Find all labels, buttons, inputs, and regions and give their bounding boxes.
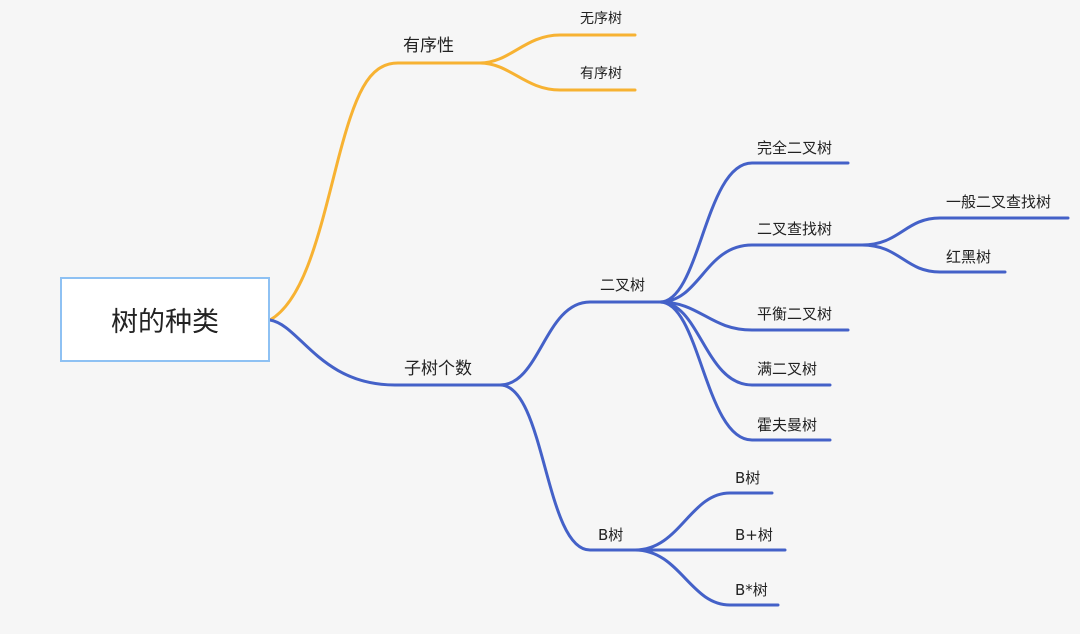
edge-root-ordered [268,61,482,322]
edge-btree-b [633,491,774,552]
edge-binary-full [658,300,832,387]
node-b-plus-tree[interactable]: B+树 [735,526,773,544]
edge-binary-complete [658,161,850,304]
node-full-binary[interactable]: 满二叉树 [757,360,818,378]
edge-binary-bst [658,243,864,304]
node-b-tree[interactable]: B树 [598,526,624,544]
edge-subtree-btree [498,383,637,552]
edge-binary-balanced [658,300,850,332]
node-subtree-count[interactable]: 子树个数 [404,359,472,379]
edge-bst-general [860,216,1070,247]
edge-root-subtree-count [268,318,502,387]
root-node[interactable]: 树的种类 [60,277,270,362]
node-bst[interactable]: 二叉查找树 [757,220,833,238]
node-balanced-binary[interactable]: 平衡二叉树 [757,305,833,323]
node-b-tree-child[interactable]: B树 [735,469,761,487]
node-general-bst[interactable]: 一般二叉查找树 [946,193,1052,211]
edge-btree-bstar [633,548,780,607]
node-unordered-tree[interactable]: 无序树 [580,11,622,27]
node-b-star-tree[interactable]: B*树 [735,581,768,599]
node-red-black[interactable]: 红黑树 [946,248,992,266]
edge-bst-redblack [860,243,1007,274]
node-huffman[interactable]: 霍夫曼树 [757,416,818,434]
node-ordered[interactable]: 有序性 [403,36,454,56]
edge-subtree-binary [498,300,662,387]
edge-binary-huffman [658,300,832,442]
node-ordered-tree[interactable]: 有序树 [580,66,622,82]
root-label: 树的种类 [111,307,219,338]
node-binary-tree[interactable]: 二叉树 [600,276,646,294]
node-complete-binary[interactable]: 完全二叉树 [757,139,833,157]
edge-ordered-unordered-tree [478,33,637,65]
edge-ordered-ordered-tree [478,61,637,92]
